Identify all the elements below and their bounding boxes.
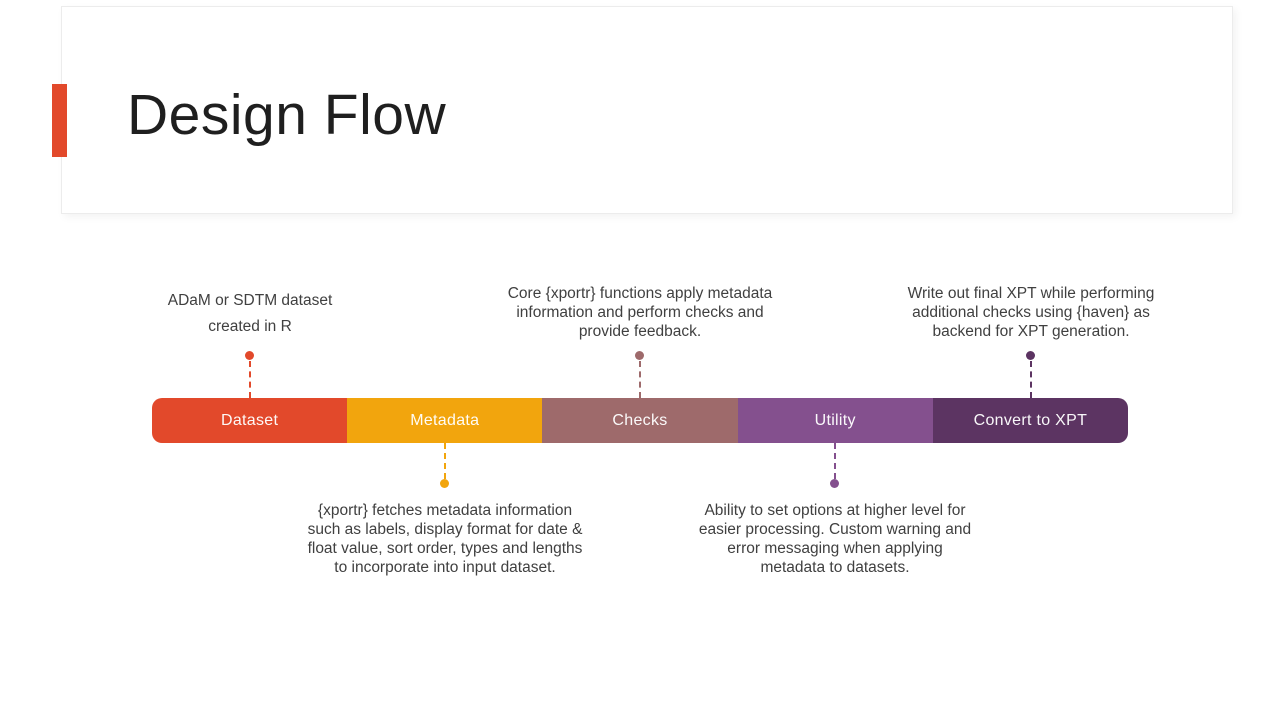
note-dataset: ADaM or SDTM dataset created in R xyxy=(167,292,333,335)
flow-bar: Dataset Metadata Checks Utility Convert … xyxy=(152,398,1128,443)
note-metadata: {xportr} fetches metadata information su… xyxy=(307,502,583,576)
connector-dot-checks xyxy=(635,351,644,360)
segment-convert-to-xpt: Convert to XPT xyxy=(932,398,1128,443)
segment-utility: Utility xyxy=(737,398,933,443)
slide-title: Design Flow xyxy=(127,83,447,147)
connector-dot-utility xyxy=(830,479,839,488)
segment-checks: Checks xyxy=(542,398,738,443)
connector-dot-dataset xyxy=(245,351,254,360)
connector-line-utility xyxy=(834,443,836,479)
note-utility: Ability to set options at higher level f… xyxy=(698,502,972,576)
title-box xyxy=(61,6,1233,214)
connector-line-metadata xyxy=(444,443,446,479)
connector-dot-convert-to-xpt xyxy=(1026,351,1035,360)
note-checks: Core {xportr} functions apply metadata i… xyxy=(507,285,773,340)
connector-line-checks xyxy=(639,361,641,398)
connector-line-convert-to-xpt xyxy=(1030,361,1032,398)
note-convert-to-xpt: Write out final XPT while performing add… xyxy=(907,285,1155,340)
connector-line-dataset xyxy=(249,361,251,398)
segment-dataset: Dataset xyxy=(152,398,348,443)
segment-metadata: Metadata xyxy=(347,398,543,443)
title-accent-bar xyxy=(52,84,67,157)
connector-dot-metadata xyxy=(440,479,449,488)
